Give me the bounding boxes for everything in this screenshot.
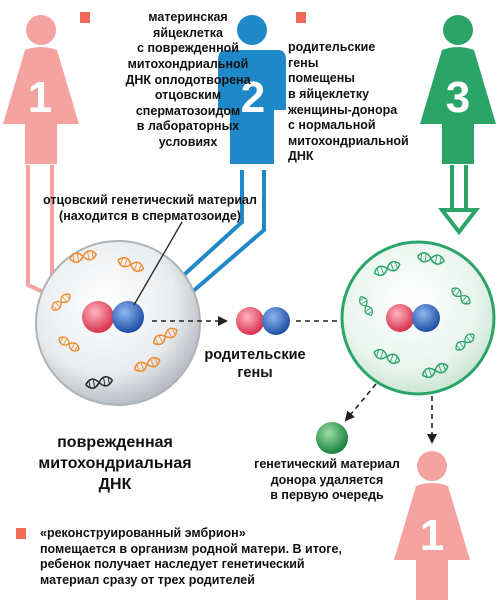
donor-egg-caption: родительские гены помещены в яйцеклетку …: [288, 40, 409, 164]
mother-egg-caption: материнская яйцеклетка с поврежденной ми…: [125, 10, 251, 149]
removal-arrow: [344, 383, 377, 422]
mother-figure-number: 1: [28, 73, 52, 122]
father-material-caption: отцовский генетический материал (находит…: [43, 193, 257, 223]
donor-cell-nucleus-red: [386, 304, 414, 332]
donor-nucleus-removed: [316, 422, 348, 454]
father-figure-number: 2: [241, 73, 265, 122]
donor-cell-nucleus-blue: [412, 304, 440, 332]
middle-nucleus-blue: [262, 307, 290, 335]
donor-arrow-head: [437, 208, 481, 236]
parental-genes-caption: родительские гены: [204, 347, 306, 382]
bullet-square: [80, 12, 90, 23]
damaged-dna-caption: поврежденная митохондриальная ДНК: [38, 434, 192, 493]
bottom-note-caption: «реконструированный эмбрион» помещается …: [40, 526, 342, 587]
donor-arrow: [450, 165, 468, 212]
middle-nucleus-red: [236, 307, 264, 335]
bullet-square: [296, 12, 306, 23]
bullet-square: [16, 528, 26, 539]
father-material-pointer: [133, 221, 183, 306]
mother-figure-bottom-number: 1: [420, 511, 444, 560]
father-nucleus-blue: [112, 301, 144, 333]
donor-removed-caption: генетический материал донора удаляется в…: [254, 457, 400, 503]
mother-nucleus-red: [82, 301, 114, 333]
donor-figure-number: 3: [446, 73, 470, 122]
